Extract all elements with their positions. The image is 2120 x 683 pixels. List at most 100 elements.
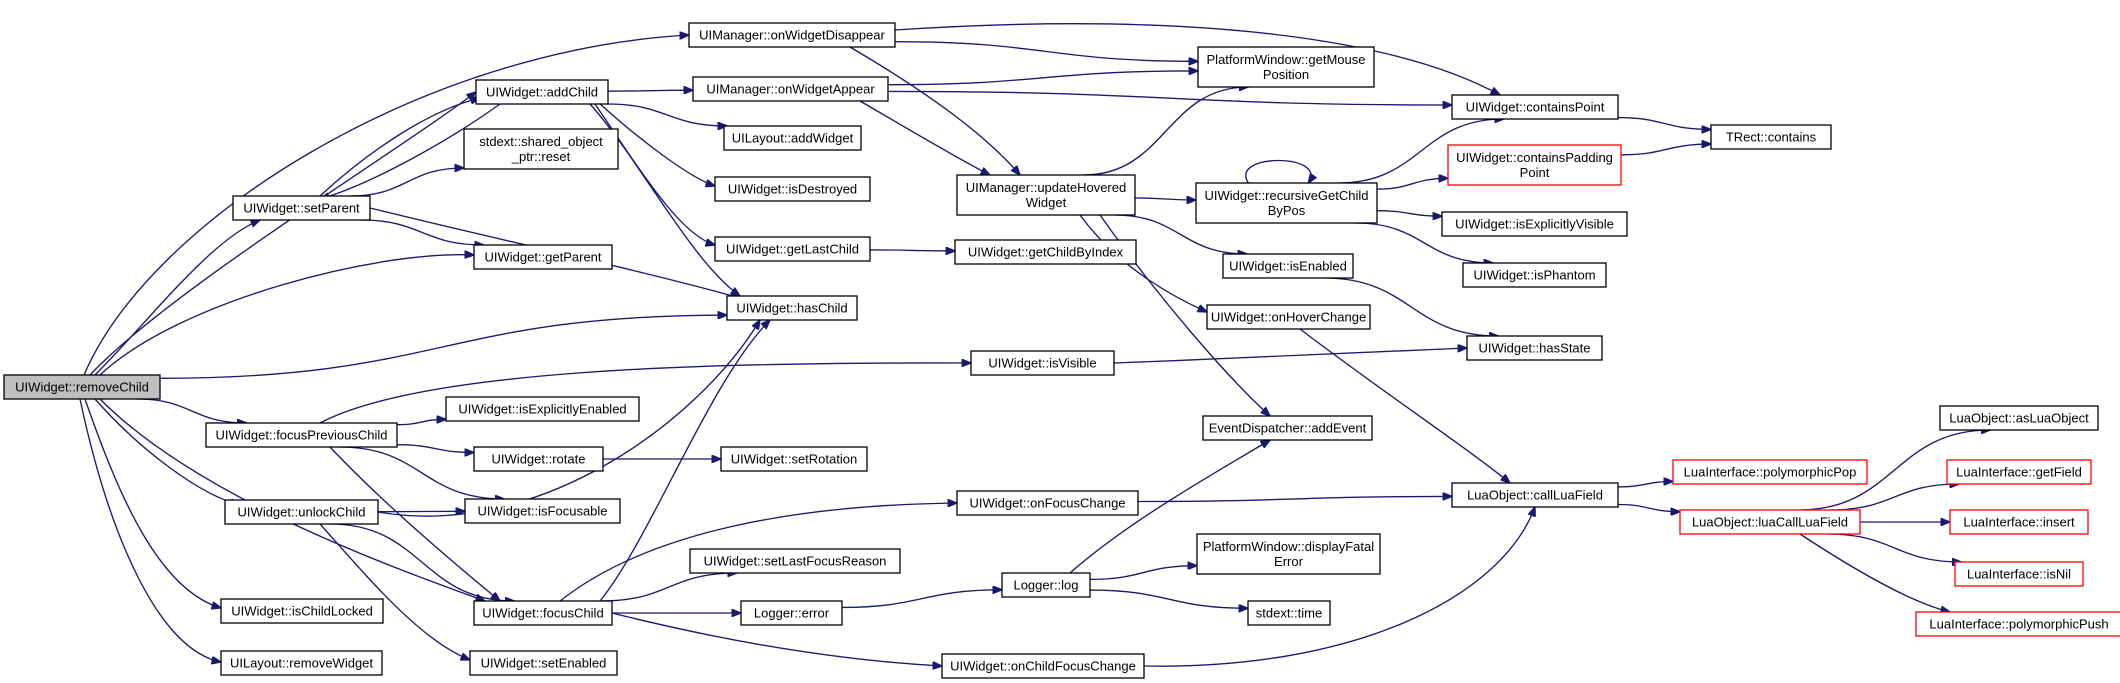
node-onFocusChange[interactable]: UIWidget::onFocusChange [956, 490, 1139, 516]
node-label: UIWidget::setParent [243, 201, 360, 216]
node-setEnabled[interactable]: UIWidget::setEnabled [469, 650, 618, 676]
node-layoutAddWidget[interactable]: UILayout::addWidget [723, 125, 862, 151]
node-onHoverChange[interactable]: UIWidget::onHoverChange [1206, 304, 1371, 330]
node-label: UIWidget::isEnabled [1229, 259, 1347, 274]
node-isPhantom[interactable]: UIWidget::isPhantom [1462, 262, 1607, 288]
node-layoutRemoveWidget[interactable]: UILayout::removeWidget [220, 650, 383, 676]
node-label: UIManager::onWidgetDisappear [699, 28, 885, 43]
node-box [1915, 611, 2120, 637]
node-rotate[interactable]: UIWidget::rotate [473, 446, 604, 472]
edge-callLuaField-to-polymorphicPop [1617, 482, 1673, 488]
node-getParent[interactable]: UIWidget::getParent [473, 244, 613, 270]
node-box [3, 374, 161, 400]
node-label: UIWidget::onChildFocusChange [950, 659, 1136, 674]
node-containsPoint[interactable]: UIWidget::containsPoint [1451, 94, 1619, 120]
edge-luaCallLuaField-to-isNil [1827, 533, 1962, 562]
node-stdextTime[interactable]: stdext::time [1247, 600, 1331, 626]
edge-getLastChild-to-getChildByIndex [869, 250, 955, 251]
node-setParent[interactable]: UIWidget::setParent [232, 195, 371, 221]
function-nodes: UIWidget::removeChild UIWidget::setParent… [3, 22, 2120, 679]
node-box [1466, 335, 1603, 361]
node-loggerLog[interactable]: Logger::log [1001, 572, 1091, 598]
node-box [689, 548, 901, 574]
edge-unlockChild-to-hasChild [377, 320, 760, 517]
edge-addChild-to-hasChild [589, 103, 740, 296]
node-isExplicitlyEnabled[interactable]: UIWidget::isExplicitlyEnabled [445, 396, 640, 422]
node-luaCallLuaField[interactable]: LuaObject::luaCallLuaField [1679, 509, 1861, 535]
node-loggerError[interactable]: Logger::error [740, 600, 843, 626]
node-box [1954, 561, 2084, 587]
node-box [1939, 405, 2099, 431]
node-box [220, 650, 383, 676]
edge-removeChild-to-isChildLocked [84, 398, 221, 608]
edge-addChild-to-layoutAddWidget [607, 103, 727, 126]
node-label: UIWidget::containsPoint [1466, 100, 1605, 115]
edge-containsPaddingPoint-to-trectContains [1620, 144, 1711, 156]
node-isFocusable[interactable]: UIWidget::isFocusable [464, 498, 621, 524]
node-setLastFocusReason[interactable]: UIWidget::setLastFocusReason [689, 548, 901, 574]
edge-onWidgetDisappear-to-containsPoint [894, 23, 1500, 95]
node-luaInsert[interactable]: LuaInterface::insert [1949, 509, 2089, 535]
node-box [469, 650, 618, 676]
node-label: TRect::contains [1726, 130, 1817, 145]
node-box [956, 174, 1136, 216]
node-label: UIManager::updateHovered [966, 180, 1126, 195]
node-box [1247, 600, 1331, 626]
node-hasChild[interactable]: UIWidget::hasChild [726, 295, 858, 321]
node-isEnabled[interactable]: UIWidget::isEnabled [1222, 253, 1354, 279]
node-addEvent[interactable]: EventDispatcher::addEvent [1202, 415, 1373, 441]
node-isDestroyed[interactable]: UIWidget::isDestroyed [714, 176, 871, 202]
node-setRotation[interactable]: UIWidget::setRotation [720, 446, 868, 472]
node-isVisible[interactable]: UIWidget::isVisible [970, 350, 1115, 376]
node-polymorphicPush[interactable]: LuaInterface::polymorphicPush [1915, 611, 2120, 637]
node-label: LuaInterface::isNil [1967, 567, 2071, 582]
node-getChildByIndex[interactable]: UIWidget::getChildByIndex [954, 239, 1137, 265]
node-isChildLocked[interactable]: UIWidget::isChildLocked [220, 598, 384, 624]
edge-loggerLog-to-stdextTime [1089, 589, 1248, 608]
node-asLuaObject[interactable]: LuaObject::asLuaObject [1939, 405, 2099, 431]
node-label: UIWidget::isChildLocked [231, 604, 373, 619]
edge-loggerLog-to-addEvent [1069, 440, 1270, 574]
edge-recursiveGetChildByPos-to-recursiveGetChildByPos [1245, 159, 1311, 184]
edge-focusChild-to-onFocusChange [559, 503, 957, 602]
node-trectContains[interactable]: TRect::contains [1710, 124, 1832, 150]
node-onWidgetAppear[interactable]: UIManager::onWidgetAppear [692, 76, 889, 102]
node-getLastChild[interactable]: UIWidget::getLastChild [714, 236, 871, 262]
node-focusChild[interactable]: UIWidget::focusChild [473, 600, 613, 626]
edge-containsPoint-to-trectContains [1617, 116, 1711, 130]
edge-loggerLog-to-displayFatalError [1089, 566, 1197, 581]
node-label: LuaInterface::insert [1963, 515, 2075, 530]
node-getField[interactable]: LuaInterface::getField [1946, 459, 2092, 485]
node-callLuaField[interactable]: LuaObject::callLuaField [1451, 482, 1619, 508]
node-onChildFocusChange[interactable]: UIWidget::onChildFocusChange [941, 653, 1145, 679]
node-label: UIWidget::setLastFocusReason [704, 554, 887, 569]
edge-focusPreviousChild-to-rotate [396, 444, 474, 453]
node-onWidgetDisappear[interactable]: UIManager::onWidgetDisappear [688, 22, 896, 48]
node-isExplicitlyVisible[interactable]: UIWidget::isExplicitlyVisible [1441, 211, 1628, 237]
node-box [473, 600, 613, 626]
node-unlockChild[interactable]: UIWidget::unlockChild [224, 499, 379, 525]
node-sharedReset[interactable]: stdext::shared_object_ptr::reset [463, 128, 619, 170]
node-label: Logger::error [754, 606, 830, 621]
node-addChild[interactable]: UIWidget::addChild [475, 79, 609, 105]
node-polymorphicPop[interactable]: LuaInterface::polymorphicPop [1672, 459, 1868, 485]
node-label: UIWidget::isDestroyed [728, 182, 857, 197]
node-box [1949, 509, 2089, 535]
node-box [714, 236, 871, 262]
node-box [1451, 94, 1619, 120]
node-focusPreviousChild[interactable]: UIWidget::focusPreviousChild [205, 422, 398, 448]
node-box [220, 598, 384, 624]
node-hasState[interactable]: UIWidget::hasState [1466, 335, 1603, 361]
edge-setParent-to-sharedReset [350, 168, 464, 197]
node-box [956, 490, 1139, 516]
edge-focusChild-to-setLastFocusReason [601, 573, 737, 602]
edge-recursiveGetChildByPos-to-containsPaddingPoint [1376, 178, 1448, 190]
node-removeChild[interactable]: UIWidget::removeChild [3, 374, 161, 400]
node-label: UIWidget::containsPadding [1456, 150, 1613, 165]
node-isNil[interactable]: LuaInterface::isNil [1954, 561, 2084, 587]
